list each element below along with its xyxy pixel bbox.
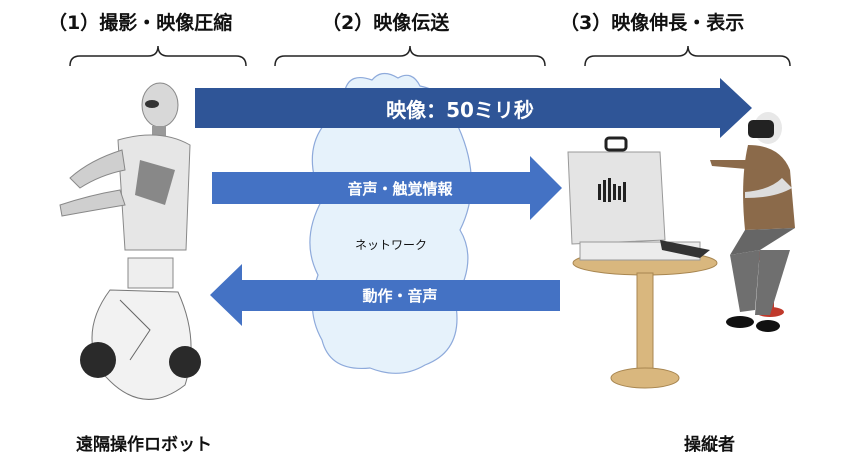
step3-header: （3）映像伸長・表示 [560,12,745,34]
step1-header: （1）撮影・映像圧縮 [48,12,233,34]
network-label: ネットワーク [355,238,428,252]
robot-label: 遠隔操作ロボット [76,435,212,455]
brace-step2 [274,45,546,67]
brace-step1 [69,45,247,67]
robot-illustration [59,82,201,400]
operator-illustration [567,112,795,389]
audio-haptic-arrow [212,156,562,220]
brace-step3 [584,45,791,67]
motion-audio-arrow-label: 動作・音声 [362,287,438,305]
step2-header: （2）映像伝送 [322,12,450,34]
video-arrow [195,78,752,138]
video-arrow-label: 映像：50ミリ秒 [386,98,534,122]
audio-haptic-arrow-label: 音声・触覚情報 [347,180,453,198]
operator-label: 操縦者 [684,435,735,455]
motion-audio-arrow [210,264,560,326]
